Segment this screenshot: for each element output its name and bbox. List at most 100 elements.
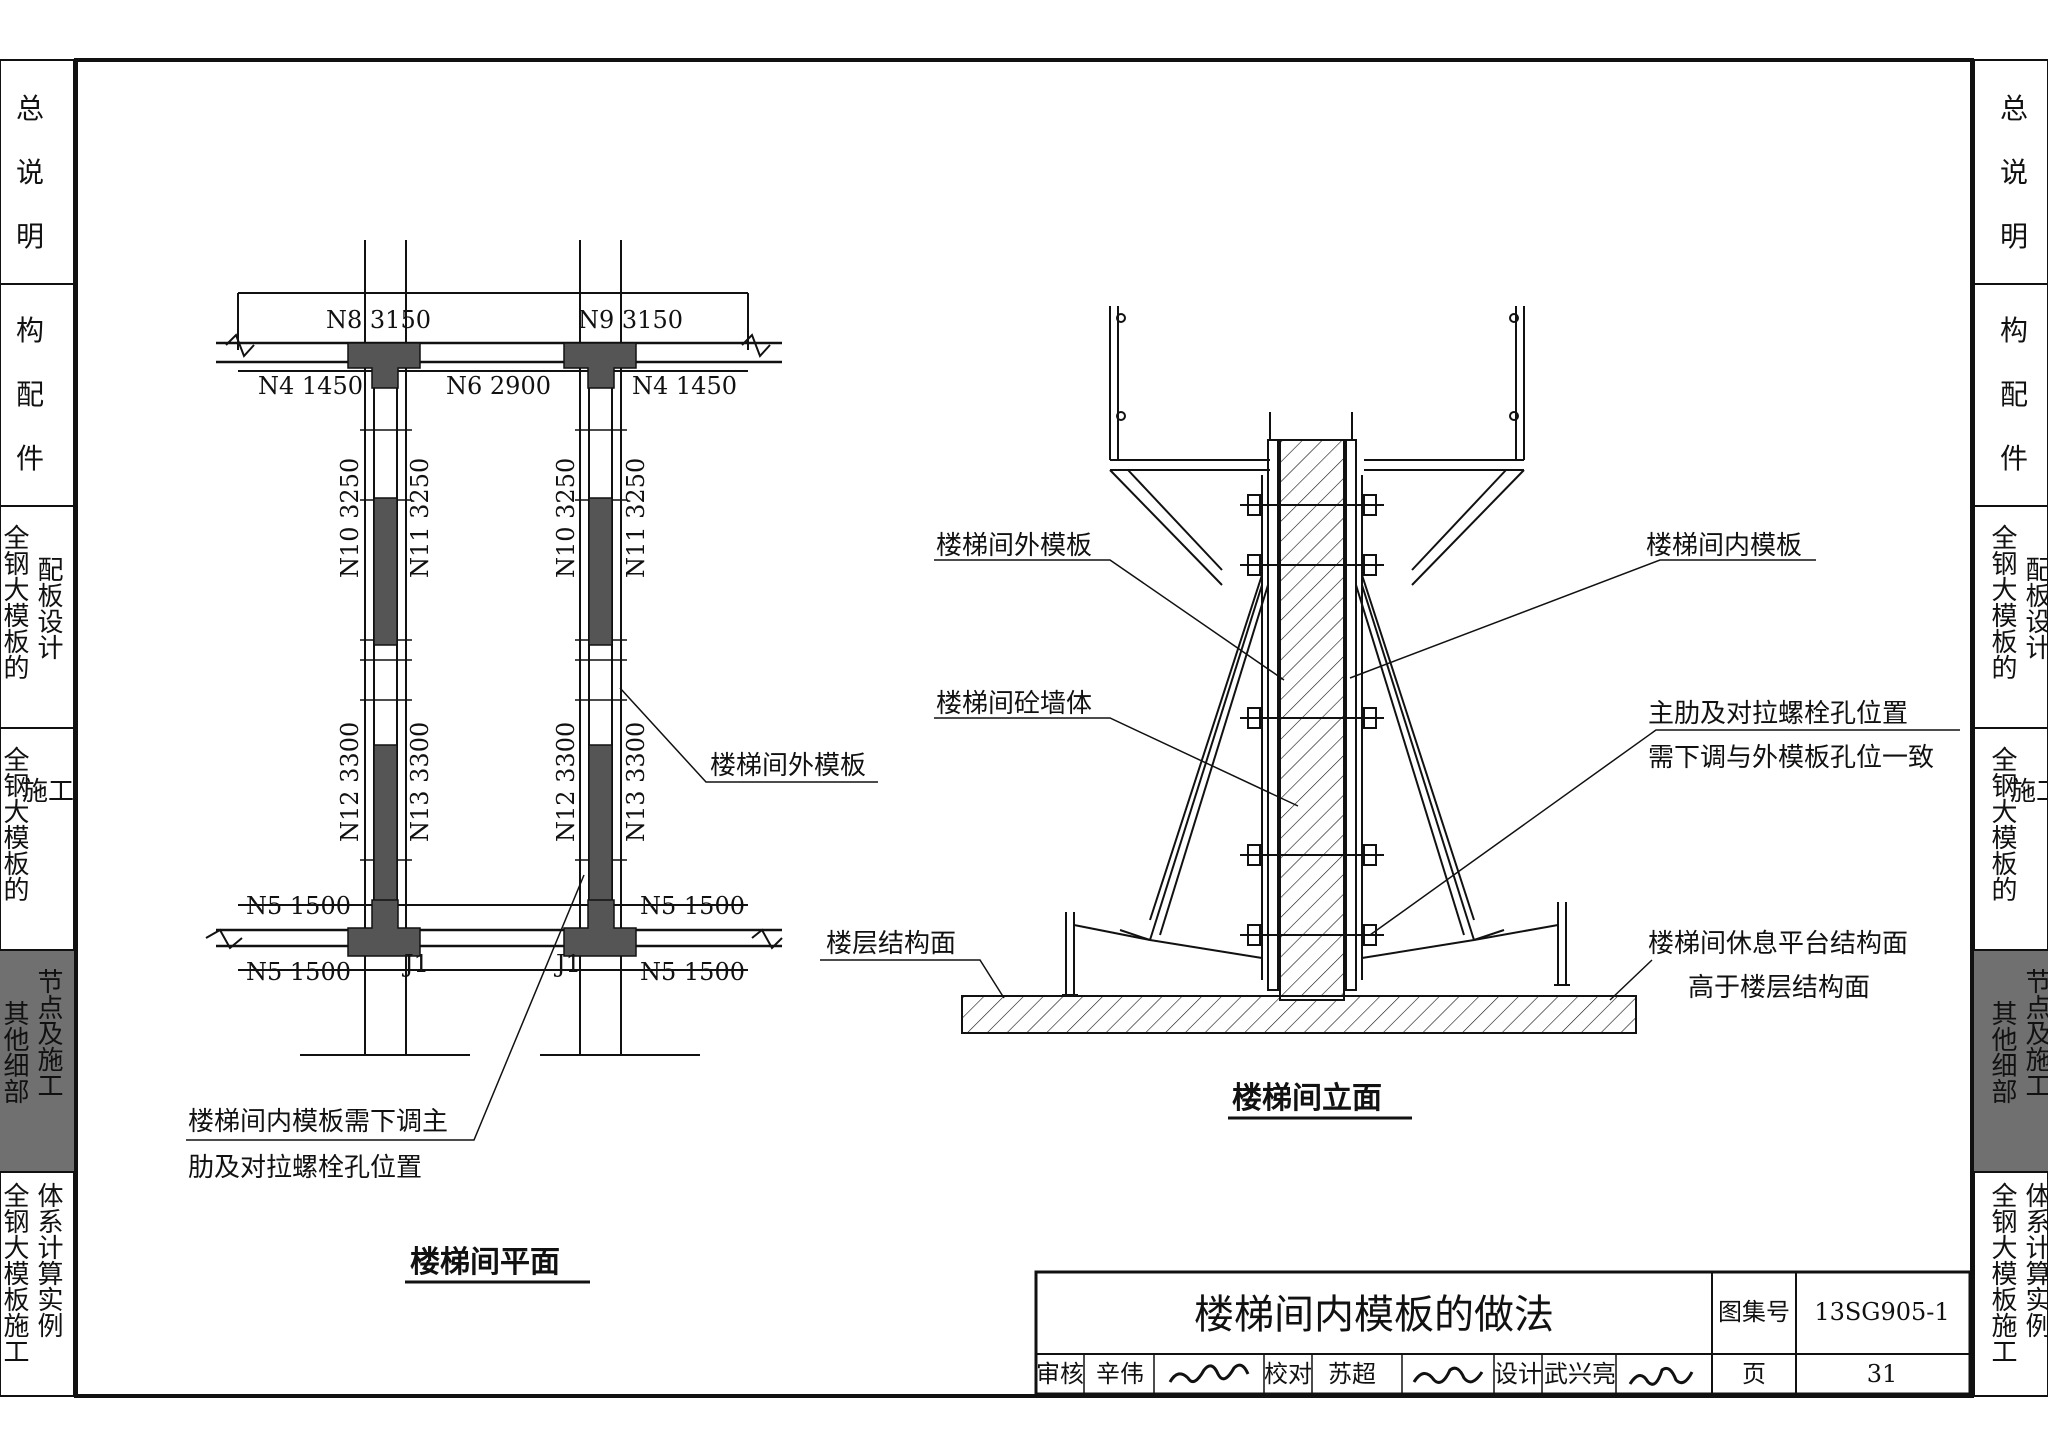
drawing-frame bbox=[74, 58, 1974, 1398]
check-label: 校对 bbox=[1264, 1360, 1312, 1388]
label-n5-bottom-left: N5 1500 bbox=[246, 958, 351, 986]
tab-other-details[interactable]: 其他细部 节点及施工 bbox=[0, 968, 63, 1104]
title-block bbox=[1034, 1270, 1972, 1396]
tab-general-notes-right[interactable]: 总 说 明 bbox=[2000, 92, 2028, 253]
tab-construction-right-col1: 全钢大模板的 bbox=[1987, 746, 2017, 902]
tab-components-right[interactable]: 构 配 件 bbox=[2000, 314, 2028, 475]
label-n13-a: N13 3300 bbox=[406, 722, 434, 842]
label-n13-b: N13 3300 bbox=[622, 722, 650, 842]
label-n4-left: N4 1450 bbox=[258, 372, 363, 400]
plan-title: 楼梯间平面 bbox=[410, 1245, 560, 1280]
tab-panel-design-right-col1: 全钢大模板的 bbox=[1987, 524, 2017, 680]
elev-rib-line1: 主肋及对拉螺栓孔位置 bbox=[1648, 699, 1908, 729]
tab-general-notes-right-3: 明 bbox=[2000, 220, 2028, 253]
elev-inner-formwork-label: 楼梯间内模板 bbox=[1646, 531, 1802, 561]
tab-components-right-2: 配 bbox=[2000, 378, 2028, 411]
label-n10-b: N10 3250 bbox=[552, 458, 580, 578]
tab-construction-col1: 全钢大模板的 bbox=[0, 746, 29, 902]
label-n11-a: N11 3250 bbox=[406, 458, 434, 578]
tab-general-notes-right-1: 总 bbox=[2000, 92, 2028, 125]
label-n12-a: N12 3300 bbox=[336, 722, 364, 842]
label-j1-left: J1 bbox=[401, 950, 429, 978]
elev-platform-line1: 楼梯间休息平台结构面 bbox=[1648, 929, 1908, 959]
plan-title-group: 楼梯间平面 bbox=[405, 1245, 590, 1284]
tab-components-3: 件 bbox=[16, 442, 44, 475]
tab-panel-design-right[interactable]: 全钢大模板的 配板设计 bbox=[1987, 524, 2048, 680]
plan-callouts: 楼梯间外模板 楼梯间内模板需下调主 肋及对拉螺栓孔位置 bbox=[188, 751, 866, 1183]
tab-components-2: 配 bbox=[16, 378, 44, 411]
plan-outer-formwork-label: 楼梯间外模板 bbox=[710, 751, 866, 781]
tab-other-details-right[interactable]: 其他细部 节点及施工 bbox=[1987, 968, 2048, 1104]
tab-panel-design[interactable]: 全钢大模板的 配板设计 bbox=[0, 524, 63, 680]
tab-panel-design-col1: 全钢大模板的 bbox=[0, 524, 29, 680]
active-tab-left bbox=[0, 950, 74, 1172]
elevation-title-group: 楼梯间立面 bbox=[1228, 1081, 1412, 1120]
elev-outer-formwork-label: 楼梯间外模板 bbox=[936, 531, 1092, 561]
page-label: 页 bbox=[1742, 1360, 1766, 1388]
label-n9: N9 3150 bbox=[578, 306, 683, 334]
tab-general-notes-3: 明 bbox=[16, 220, 44, 253]
active-tab-right bbox=[1974, 950, 2048, 1172]
tab-other-details-right-col1: 其他细部 bbox=[1987, 1000, 2017, 1104]
label-n12-b: N12 3300 bbox=[552, 722, 580, 842]
tab-general-notes-2: 说 bbox=[16, 156, 44, 189]
tab-components[interactable]: 构 配 件 bbox=[16, 314, 44, 475]
tab-general-notes[interactable]: 总 说 明 bbox=[16, 92, 44, 253]
atlas-number: 13SG905-1 bbox=[1814, 1298, 1949, 1326]
tab-calc-example-col2: 体系计算实例 bbox=[33, 1182, 63, 1338]
tab-other-details-col2: 节点及施工 bbox=[33, 968, 63, 1098]
design-label: 设计 bbox=[1494, 1360, 1542, 1388]
tab-other-details-col1: 其他细部 bbox=[0, 1000, 29, 1104]
elev-floor-label: 楼层结构面 bbox=[826, 929, 956, 959]
label-n5-bottom-right: N5 1500 bbox=[640, 958, 745, 986]
tab-calc-example[interactable]: 全钢大模板施工 体系计算实例 bbox=[0, 1182, 63, 1364]
tab-separators bbox=[0, 283, 2048, 1173]
label-n11-b: N11 3250 bbox=[622, 458, 650, 578]
plan-view bbox=[205, 240, 783, 1056]
page-number: 31 bbox=[1867, 1360, 1898, 1388]
elevation-title: 楼梯间立面 bbox=[1232, 1081, 1382, 1116]
tab-components-1: 构 bbox=[16, 314, 44, 347]
tab-general-notes-1: 总 bbox=[16, 92, 44, 125]
label-n10-a: N10 3250 bbox=[336, 458, 364, 578]
tab-calc-example-right-col1: 全钢大模板施工 bbox=[1987, 1182, 2017, 1364]
elevation-callouts: 楼梯间外模板 楼梯间内模板 楼梯间砼墙体 主肋及对拉螺栓孔位置 需下调与外模板孔… bbox=[826, 531, 1934, 1003]
plan-note-line2: 肋及对拉螺栓孔位置 bbox=[188, 1153, 422, 1183]
label-j1-right: J1 bbox=[553, 950, 581, 978]
tab-other-details-right-col2: 节点及施工 bbox=[2021, 968, 2048, 1098]
label-n4-right: N4 1450 bbox=[632, 372, 737, 400]
label-n6: N6 2900 bbox=[446, 372, 551, 400]
tab-construction[interactable]: 全钢大模板的 施工 bbox=[0, 746, 74, 902]
elev-rib-line2: 需下调与外模板孔位一致 bbox=[1648, 743, 1934, 773]
tab-construction-right[interactable]: 全钢大模板的 施工 bbox=[1987, 746, 2048, 902]
tab-panel-design-right-col2: 配板设计 bbox=[2021, 556, 2048, 660]
tab-construction-col2a: 施工 bbox=[22, 777, 74, 807]
elev-platform-line2: 高于楼层结构面 bbox=[1688, 973, 1870, 1003]
tab-panel-design-col2: 配板设计 bbox=[33, 556, 63, 660]
reviewer-signature bbox=[1168, 1363, 1250, 1384]
right-side-tabs[interactable]: 总 说 明 构 配 件 全钢大模板的 配板设计 全钢大模板的 施工 其他细部 节… bbox=[1987, 92, 2048, 1364]
left-side-tabs[interactable]: 总 说 明 构 配 件 全钢大模板的 配板设计 全钢大模板的 施工 其他细部 节… bbox=[0, 92, 74, 1364]
atlas-label: 图集号 bbox=[1718, 1298, 1790, 1326]
tab-general-notes-right-2: 说 bbox=[2000, 156, 2028, 189]
plan-callout-lines bbox=[186, 687, 878, 1141]
designer-signature bbox=[1628, 1366, 1694, 1386]
review-label: 审核 bbox=[1036, 1360, 1084, 1388]
elev-wall-label: 楼梯间砼墙体 bbox=[936, 689, 1092, 719]
checker-signature bbox=[1412, 1366, 1484, 1384]
title-block-text: 楼梯间内模板的做法 图集号 13SG905-1 审核 辛伟 校对 苏超 设计 武… bbox=[1036, 1292, 1950, 1388]
concrete-wall bbox=[961, 439, 1637, 1034]
tab-calc-example-right[interactable]: 全钢大模板施工 体系计算实例 bbox=[1987, 1182, 2048, 1364]
plan-note-line1: 楼梯间内模板需下调主 bbox=[188, 1107, 448, 1137]
tab-construction-right-col2: 施工 bbox=[2010, 777, 2048, 807]
reviewer-name: 辛伟 bbox=[1096, 1360, 1144, 1388]
tab-components-right-1: 构 bbox=[2000, 314, 2028, 347]
plan-labels: N8 3150 N9 3150 N4 1450 N6 2900 N4 1450 … bbox=[246, 306, 745, 986]
label-n5-top-left: N5 1500 bbox=[246, 892, 351, 920]
tab-calc-example-right-col2: 体系计算实例 bbox=[2021, 1182, 2048, 1338]
checker-name: 苏超 bbox=[1328, 1360, 1376, 1388]
elevation-callout-lines bbox=[820, 559, 1960, 1001]
tab-components-right-3: 件 bbox=[2000, 442, 2028, 475]
tab-calc-example-col1: 全钢大模板施工 bbox=[0, 1182, 29, 1364]
